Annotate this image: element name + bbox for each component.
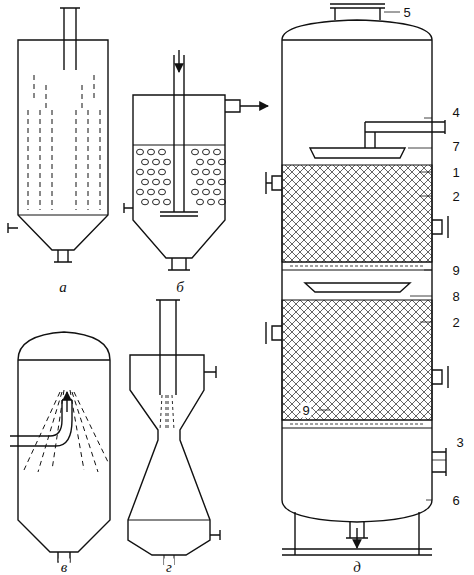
bubble bbox=[148, 169, 155, 175]
packed-column bbox=[266, 4, 448, 555]
bubble bbox=[148, 149, 155, 155]
bubble bbox=[203, 149, 210, 155]
callout-number: 1 bbox=[450, 165, 461, 180]
bubble bbox=[164, 199, 171, 205]
bubble bbox=[214, 149, 221, 155]
bubble bbox=[153, 179, 160, 185]
callout-number: 6 bbox=[450, 493, 461, 508]
bubble bbox=[214, 169, 221, 175]
figure-letter: в bbox=[59, 559, 70, 575]
callout-number: 4 bbox=[450, 105, 461, 120]
bubble bbox=[148, 189, 155, 195]
spray-vessel bbox=[10, 332, 110, 562]
callout-number: 2 bbox=[450, 315, 461, 330]
bubble bbox=[159, 169, 166, 175]
bubble bbox=[192, 149, 199, 155]
callout-number: 8 bbox=[450, 289, 461, 304]
bubble bbox=[142, 179, 149, 185]
bubble bbox=[203, 189, 210, 195]
bubble bbox=[214, 189, 221, 195]
callout-number: 7 bbox=[450, 139, 461, 154]
bubble bbox=[159, 149, 166, 155]
callout-number: 3 bbox=[454, 435, 465, 450]
bubble bbox=[137, 189, 144, 195]
bubble bbox=[197, 199, 204, 205]
bubble bbox=[137, 169, 144, 175]
figure-letter: а bbox=[57, 279, 69, 296]
bubble bbox=[142, 159, 149, 165]
bubble bbox=[142, 199, 149, 205]
bubble bbox=[197, 179, 204, 185]
bubble bbox=[192, 169, 199, 175]
bubble bbox=[153, 159, 160, 165]
bubble bbox=[137, 149, 144, 155]
bubble bbox=[164, 179, 171, 185]
packed-vessel bbox=[8, 8, 108, 262]
figure-letter: д bbox=[351, 559, 363, 575]
bubble bbox=[208, 199, 215, 205]
bubble bbox=[159, 189, 166, 195]
bubble bbox=[192, 189, 199, 195]
callout-number: 9 bbox=[300, 403, 311, 418]
callout-number: 5 bbox=[401, 5, 412, 20]
figure-letter: г bbox=[164, 559, 174, 575]
bubble bbox=[153, 199, 160, 205]
bubble bbox=[219, 199, 226, 205]
bubble bbox=[219, 179, 226, 185]
bubble bbox=[219, 159, 226, 165]
figure-letter: б bbox=[174, 279, 186, 296]
callout-number: 9 bbox=[450, 263, 461, 278]
bubbling-vessel bbox=[124, 50, 268, 270]
venturi-scrubber bbox=[128, 300, 220, 565]
bubble bbox=[208, 179, 215, 185]
bubble bbox=[203, 169, 210, 175]
callout-number: 2 bbox=[450, 189, 461, 204]
bubble bbox=[208, 159, 215, 165]
bubble bbox=[197, 159, 204, 165]
bubble bbox=[164, 159, 171, 165]
